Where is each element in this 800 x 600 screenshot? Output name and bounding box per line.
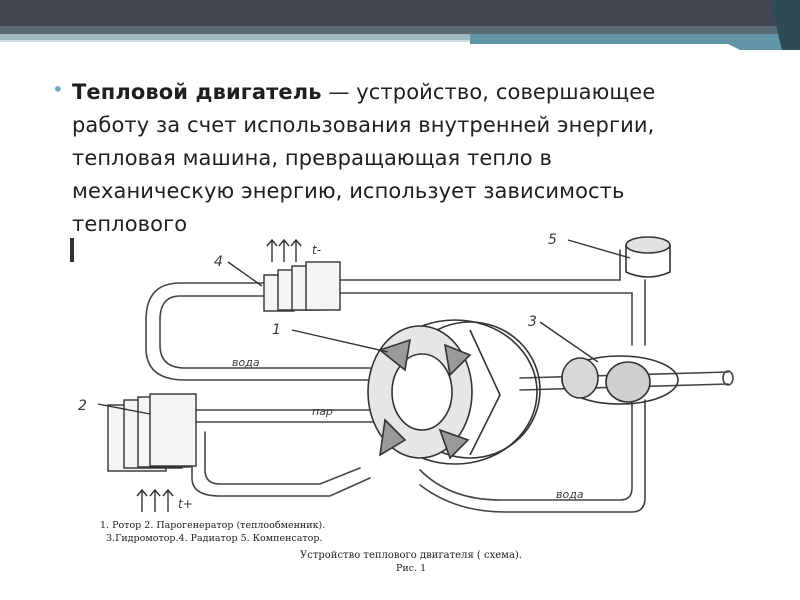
part-label-5: 5 — [548, 232, 557, 248]
temp-label-plus: t+ — [178, 497, 193, 511]
definition-paragraph: Тепловой двигатель — устройство, соверша… — [72, 76, 712, 241]
definition-text: — устройство, совершающее работу за счет… — [72, 80, 656, 236]
cut-off-text-fragment — [70, 238, 74, 262]
legend-line-2: 3.Гидромотор.4. Радиатор 5. Компенсатор. — [106, 533, 322, 544]
flow-label-water-bottom: вода — [556, 488, 584, 501]
part-label-3: 3 — [528, 314, 537, 330]
bullet-point: • Тепловой двигатель — устройство, совер… — [52, 76, 712, 241]
flow-label-steam: пар — [312, 405, 333, 418]
flow-label-water-top: вода — [232, 356, 260, 369]
steam-generator — [107, 393, 197, 472]
temp-label-minus: t- — [312, 243, 321, 257]
hydromotor — [561, 355, 679, 405]
figure-number: Рис. 1 — [396, 563, 426, 574]
term-heading: Тепловой двигатель — [72, 80, 322, 104]
figure-caption: Устройство теплового двигателя ( схема). — [300, 550, 522, 561]
compensator — [625, 236, 671, 278]
part-label-4: 4 — [214, 254, 223, 270]
part-label-2: 2 — [78, 398, 87, 414]
legend-line-1: 1. Ротор 2. Парогенератор (теплообменник… — [100, 520, 325, 531]
part-label-1: 1 — [272, 322, 281, 338]
rotor — [367, 319, 541, 465]
bullet-icon: • — [52, 77, 64, 101]
radiator — [263, 261, 341, 312]
